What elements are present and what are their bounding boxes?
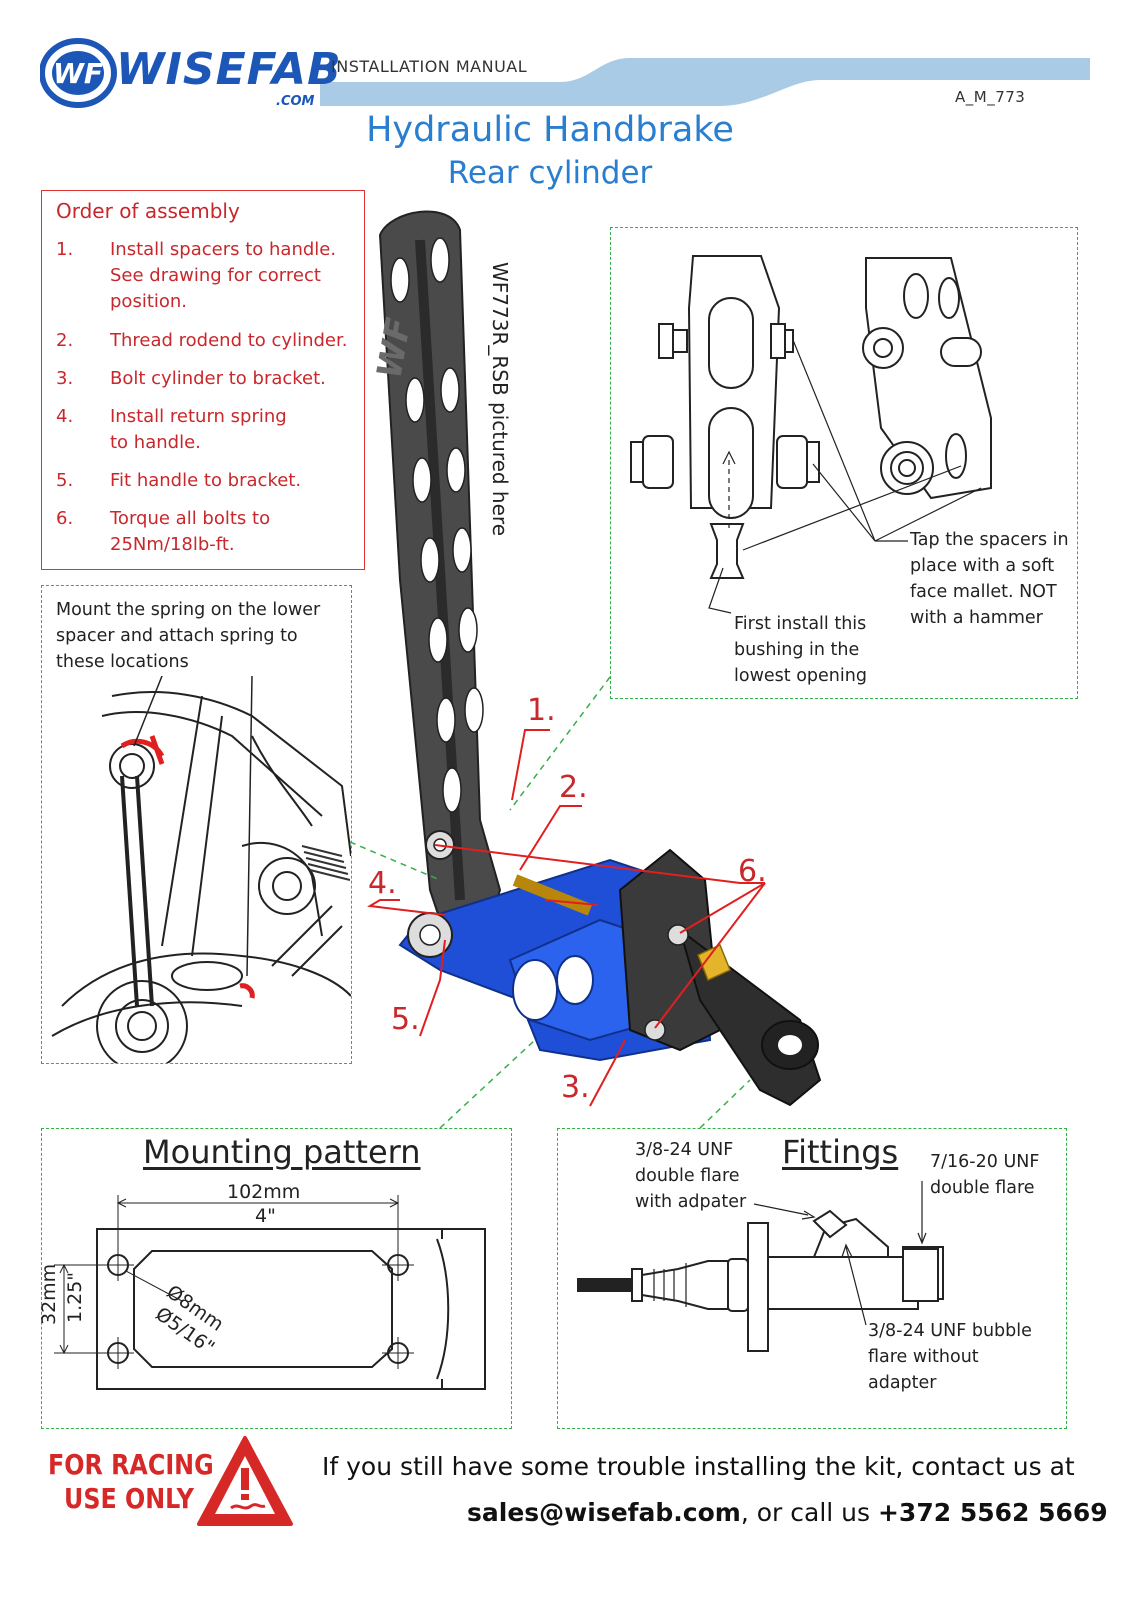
spacer-install-box: First install this bushing in the lowest… (610, 227, 1078, 699)
logo-mark-icon: WF (40, 38, 117, 108)
step-text: Torque all bolts to 25Nm/18lb-ft. (110, 508, 271, 555)
step-2: 2. Thread rodend to cylinder. (56, 328, 356, 358)
spring-detail-box: Mount the spring on the lower spacer and… (41, 585, 352, 1064)
callout-4: 4. (368, 866, 397, 901)
step-number: 2. (56, 330, 74, 351)
step-5: 5. Fit handle to bracket. (56, 468, 356, 498)
product-label: WF773R_RSB pictured here (488, 262, 512, 536)
header: WF WISEFAB .COM INSTALLATION MANUAL A_M_… (0, 0, 1131, 115)
step-4: 4. Install return spring to handle. (56, 404, 356, 460)
spring-note: Mount the spring on the lower spacer and… (56, 600, 321, 672)
handbrake-assembly-drawing: WF (366, 210, 822, 1107)
step-3: 3. Bolt cylinder to bracket. (56, 366, 356, 396)
width-in-label: 4" (255, 1205, 276, 1227)
outlet-label: 7/16-20 UNF double flare (930, 1152, 1040, 1198)
step-text: Install spacers to handle. See drawing f… (110, 239, 337, 312)
bushing-note: First install this bushing in the lowest… (734, 614, 867, 686)
callout-2: 2. (559, 770, 588, 805)
assembly-title: Order of assembly (56, 199, 240, 223)
height-mm-label: 32mm (38, 1263, 60, 1325)
callout-1: 1. (527, 693, 556, 728)
step-text: Fit handle to bracket. (110, 470, 302, 491)
logo-text: WISEFAB (116, 44, 342, 95)
mounting-pattern-box: Mounting pattern 102mm 4" 32mm 1.25" Ø8m… (38, 1128, 512, 1429)
callout-6: 6. (738, 854, 767, 889)
step-number: 3. (56, 368, 74, 389)
racing-warning: FOR RACING USE ONLY (40, 1436, 300, 1530)
page-subtitle: Rear cylinder (447, 155, 653, 191)
adapter-label: 3/8-24 UNF double flare with adpater (635, 1140, 747, 1212)
racing-warning-line1: FOR RACING (48, 1448, 214, 1481)
step-6: 6. Torque all bolts to 25Nm/18lb-ft. (56, 506, 356, 562)
spacer-drawing (630, 255, 992, 614)
manual-label: INSTALLATION MANUAL (331, 57, 528, 76)
width-mm-label: 102mm (227, 1181, 301, 1203)
fittings-title: Fittings (782, 1133, 899, 1171)
fittings-drawing (577, 1181, 944, 1352)
header-band (320, 58, 1090, 106)
mounting-drawing (54, 1195, 486, 1390)
doc-number: A_M_773 (955, 88, 1026, 106)
fittings-box: Fittings 3/8-24 UNF double flare with ad… (557, 1128, 1067, 1429)
racing-warning-line2: USE ONLY (64, 1482, 194, 1515)
step-1: 1. Install spacers to handle. See drawin… (56, 237, 356, 317)
step-number: 1. (56, 239, 74, 260)
bubble-label: 3/8-24 UNF bubble flare without adapter (868, 1321, 1032, 1393)
logo-com: .COM (276, 94, 315, 109)
logo: WF WISEFAB .COM (40, 38, 341, 110)
contact-text: If you still have some trouble installin… (322, 1452, 1075, 1481)
step-number: 5. (56, 470, 74, 491)
step-text: Bolt cylinder to bracket. (110, 368, 326, 389)
tap-spacers-note: Tap the spacers in place with a soft fac… (910, 530, 1069, 628)
warning-triangle-icon (197, 1436, 293, 1526)
spring-detail-drawing (51, 676, 351, 1063)
step-text: Install return spring to handle. (110, 406, 287, 453)
phone-number[interactable]: +372 5562 5669 (877, 1498, 1108, 1527)
height-in-label: 1.25" (64, 1271, 86, 1323)
step-number: 4. (56, 406, 74, 427)
assembly-box: Order of assembly 1. Install spacers to … (41, 190, 365, 570)
logo-mark-text: WF (53, 57, 103, 90)
email-link[interactable]: sales@wisefab.com (467, 1498, 741, 1527)
callout-5: 5. (391, 1002, 420, 1037)
mounting-title: Mounting pattern (143, 1133, 421, 1171)
contact-line: sales@wisefab.com, or call us +372 5562 … (467, 1498, 1108, 1527)
callout-3: 3. (561, 1070, 590, 1105)
call-text: , or call us (740, 1498, 878, 1527)
step-text: Thread rodend to cylinder. (110, 330, 348, 351)
step-number: 6. (56, 508, 74, 529)
page-title: Hydraulic Handbrake (366, 110, 734, 150)
